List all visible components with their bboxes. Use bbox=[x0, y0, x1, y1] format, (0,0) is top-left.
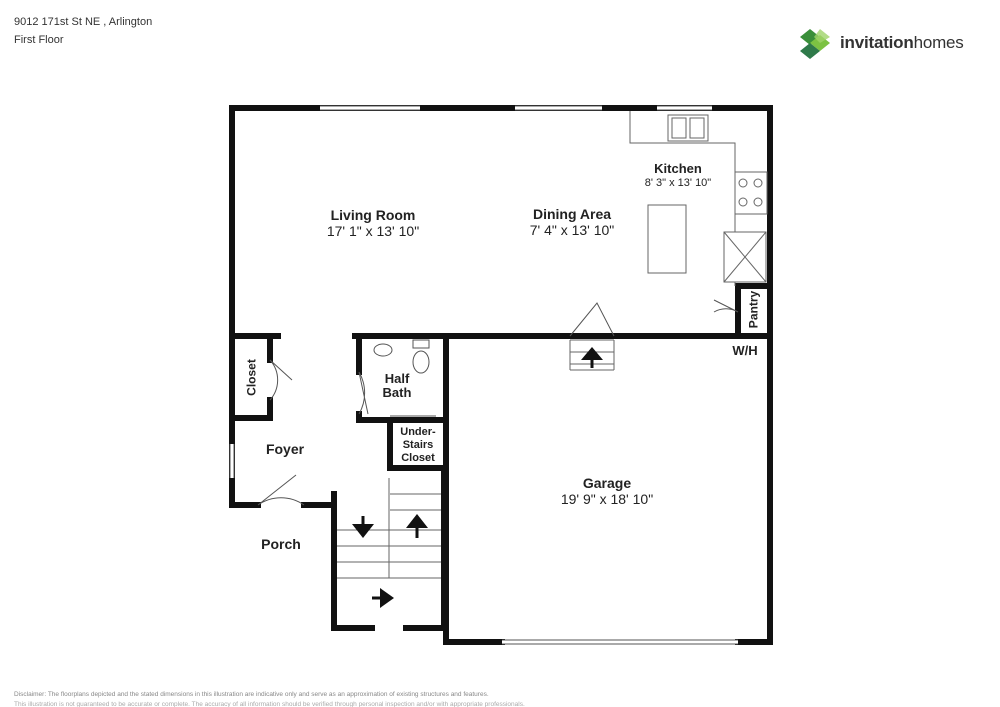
dining-area-name: Dining Area bbox=[532, 206, 612, 222]
garage-name: Garage bbox=[582, 475, 632, 491]
windows bbox=[230, 106, 738, 644]
foyer-label: Foyer bbox=[250, 441, 320, 457]
kitchen-dims: 8' 3" x 13' 10" bbox=[644, 177, 712, 189]
water-heater-name: W/H bbox=[732, 343, 758, 358]
half-bath-name-line1: Half bbox=[384, 371, 410, 386]
stair-arrows bbox=[352, 347, 603, 608]
water-heater-label: W/H bbox=[722, 343, 768, 359]
foyer-name: Foyer bbox=[265, 441, 305, 457]
under-stairs-closet-label: Under- Stairs Closet bbox=[392, 426, 444, 465]
property-address: 9012 171st St NE , Arlington bbox=[14, 16, 153, 28]
doors bbox=[257, 299, 739, 506]
under-stairs-line3: Closet bbox=[401, 452, 435, 464]
living-room-label: Living Room 17' 1" x 13' 10" bbox=[298, 207, 448, 239]
bath-fixtures bbox=[373, 339, 430, 374]
closet-label: Closet bbox=[244, 359, 259, 396]
kitchen-name: Kitchen bbox=[654, 161, 702, 176]
under-stairs-line1: Under- bbox=[400, 426, 436, 438]
garage-label: Garage 19' 9" x 18' 10" bbox=[532, 475, 682, 507]
pantry-label: Pantry bbox=[746, 290, 761, 329]
porch-name: Porch bbox=[261, 536, 301, 552]
floor-label: First Floor bbox=[14, 34, 64, 46]
dining-area-label: Dining Area 7' 4" x 13' 10" bbox=[497, 206, 647, 238]
garage-dims: 19' 9" x 18' 10" bbox=[560, 491, 654, 507]
dining-area-dims: 7' 4" x 13' 10" bbox=[529, 222, 615, 238]
logo-wordmark: invitationhomes bbox=[840, 33, 964, 53]
kitchen-label: Kitchen 8' 3" x 13' 10" bbox=[618, 161, 738, 191]
half-bath-label: Half Bath bbox=[372, 372, 422, 400]
logo-mark-icon bbox=[800, 29, 830, 59]
living-room-name: Living Room bbox=[330, 207, 416, 223]
porch-label: Porch bbox=[246, 536, 316, 552]
under-stairs-line2: Stairs bbox=[402, 439, 434, 451]
half-bath-name-line2: Bath bbox=[382, 385, 412, 400]
living-room-dims: 17' 1" x 13' 10" bbox=[326, 223, 420, 239]
kitchen-counters bbox=[629, 111, 768, 286]
logo-word-bold: invitation bbox=[840, 33, 914, 52]
disclaimer-text: Disclaimer: The floorplans depicted and … bbox=[14, 691, 489, 698]
logo-word-light: homes bbox=[913, 33, 964, 52]
invitation-homes-logo: invitationhomes bbox=[798, 27, 988, 63]
disclaimer-text-2: This illustration is not guaranteed to b… bbox=[14, 701, 525, 707]
